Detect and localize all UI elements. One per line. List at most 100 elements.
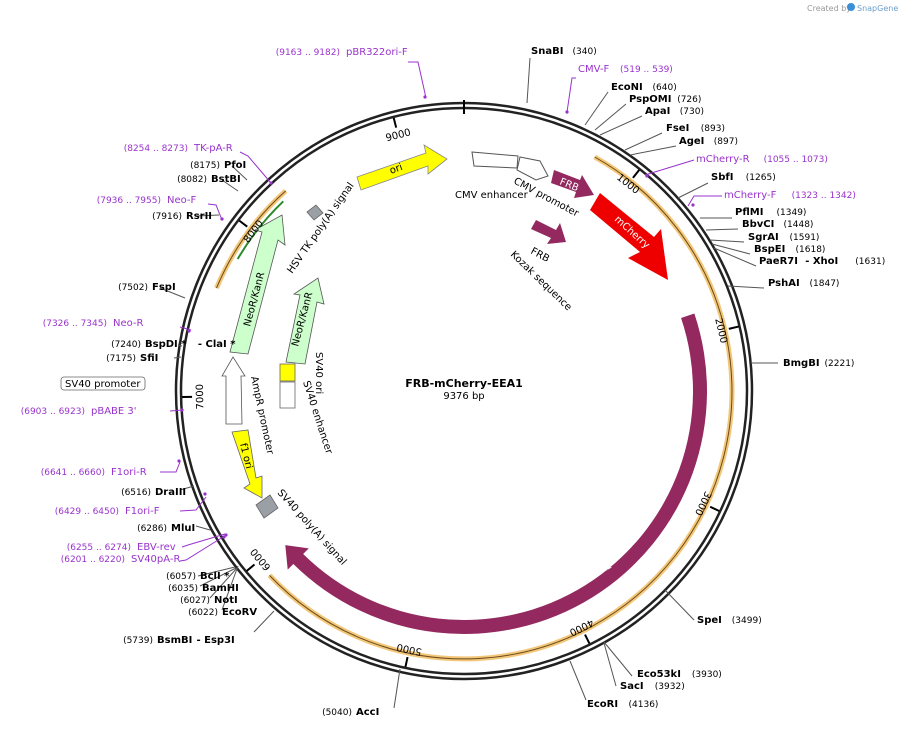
sv40-enhancer-shape	[279, 381, 296, 409]
primer-position: (7936 .. 7955)	[97, 196, 161, 206]
primer-name: mCherry-F	[724, 190, 777, 201]
tick-label: 9000	[385, 127, 412, 144]
site-name-alt: - XhoI	[805, 256, 838, 267]
restriction-site: PflMI(1349)	[735, 207, 806, 218]
site-position: (7502)	[118, 283, 148, 293]
site-name: Eco53kI	[637, 669, 681, 680]
feature-label-sv40-polya: SV40 poly(A) signal	[275, 488, 349, 568]
site-position: (3930)	[692, 670, 722, 680]
site-name: PspOMI	[629, 94, 671, 105]
primer-leader-line	[160, 461, 181, 473]
site-leader-line	[199, 567, 237, 587]
primer-label: (6201 .. 6220) SV40pA-R	[61, 554, 181, 565]
site-name: PshAI	[768, 278, 800, 289]
plasmid-name: FRB-mCherry-EEA1	[405, 377, 523, 390]
cmv-promoter-shape	[516, 156, 549, 181]
tick-mark	[238, 219, 248, 228]
site-name-alt: - ClaI *	[198, 339, 236, 350]
neo-inner-shape	[285, 277, 325, 365]
primer-leader-line	[179, 536, 224, 562]
site-name: BamHI	[202, 583, 239, 594]
primer-label: (6903 .. 6923)pBABE 3'	[21, 406, 137, 417]
eea1-arrow-shape	[285, 313, 707, 635]
primer-site-mark	[180, 408, 184, 412]
site-position: (1618)	[796, 245, 826, 255]
site-name: AgeI	[679, 136, 704, 147]
primer-label: (9163 .. 9182)pBR322ori-F	[276, 47, 408, 58]
primer-name: mCherry-R	[696, 154, 750, 165]
site-position: (8082)	[177, 175, 207, 185]
sv40-promoter-box: SV40 promoter	[60, 376, 146, 391]
frb-inner-shape	[531, 220, 566, 244]
hsv-tk-polya-shape	[306, 204, 324, 221]
tick-label: 6000	[249, 546, 274, 573]
feature-labels: CMV enhancer CMV promoter FRB mCherry FR…	[237, 162, 651, 583]
site-name: NotI	[214, 595, 238, 606]
site-name: SacI	[620, 681, 644, 692]
site-name: MluI	[171, 523, 195, 534]
sv40-ori-shape	[279, 363, 296, 382]
site-leader-line	[711, 243, 751, 255]
site-name: SpeI	[697, 615, 722, 626]
primer-name: CMV-F	[578, 64, 609, 75]
primer-leader-line	[179, 496, 207, 512]
primer-name: F1ori-F	[125, 506, 160, 517]
site-position: (6035)	[168, 584, 198, 594]
primer-leader-line	[566, 77, 576, 113]
site-name: RsrII	[186, 211, 212, 222]
primer-position: (6255 .. 6274)	[67, 543, 131, 553]
feature-label-cmv-enhancer: CMV enhancer	[455, 190, 529, 201]
primer-label: (6255 .. 6274)EBV-rev	[67, 542, 176, 553]
site-leader-line	[393, 668, 401, 709]
primer-name: SV40pA-R	[131, 554, 180, 565]
site-position: (5040)	[322, 708, 352, 718]
eea1-arrow	[285, 313, 707, 635]
site-position: (6027)	[180, 596, 210, 606]
site-position: (6022)	[188, 608, 218, 618]
primer-label: (7326 .. 7345) Neo-R	[43, 318, 144, 329]
site-name: SnaBI	[531, 46, 563, 57]
primer-leader-line	[239, 151, 272, 184]
site-name: EcoRI	[587, 699, 618, 710]
site-position: (1349)	[777, 208, 807, 218]
feature-label-frb-inner: FRB	[529, 246, 552, 265]
restriction-site: (5739)BsmBI - Esp3I	[123, 635, 235, 646]
restriction-site: SnaBI(340)	[531, 46, 597, 57]
site-name: ApaI	[645, 106, 670, 117]
site-position: (7240)	[111, 340, 141, 350]
primer-position: (6429 .. 6450)	[55, 507, 119, 517]
restriction-site: (6516)DraIII	[121, 487, 186, 498]
primer-name: Neo-R	[113, 318, 144, 329]
site-position: (3932)	[655, 682, 685, 692]
primer-site-mark	[565, 110, 569, 114]
primer-name: pBABE 3'	[91, 406, 137, 417]
site-name: BclI *	[200, 571, 230, 582]
site-leader-line	[727, 285, 765, 289]
site-leader-line	[195, 525, 211, 531]
site-leader-line	[195, 214, 220, 217]
primer-position: (7326 .. 7345)	[43, 319, 107, 329]
site-name: BmgBI	[783, 358, 820, 369]
site-name-alt: - Esp3I	[197, 635, 235, 646]
restriction-site: (7502)FspI	[118, 282, 176, 293]
restriction-site: FseI(893)	[666, 123, 725, 134]
f1-ori-shape	[231, 429, 263, 499]
site-leader-line	[159, 287, 186, 299]
primer-leader-line	[687, 195, 722, 207]
leader-lines	[159, 57, 778, 709]
site-position: (8175)	[190, 161, 220, 171]
primer-leader-line	[408, 61, 427, 99]
primer-site-mark	[224, 533, 228, 537]
plasmid-size: 9376 bp	[443, 391, 484, 402]
ampr-promoter-shape	[221, 356, 246, 425]
site-leader-line	[569, 660, 587, 701]
tick-label: 5000	[396, 641, 423, 657]
primer-position: (6201 .. 6220)	[61, 555, 125, 565]
primer-site-mark	[203, 492, 207, 496]
site-name: DraIII	[155, 487, 186, 498]
primer-site-mark	[691, 203, 695, 207]
site-leader-line	[705, 228, 739, 231]
site-name: AccI	[356, 707, 379, 718]
tick-mark	[404, 656, 409, 668]
sv40-promoter-label: SV40 promoter	[65, 379, 141, 390]
